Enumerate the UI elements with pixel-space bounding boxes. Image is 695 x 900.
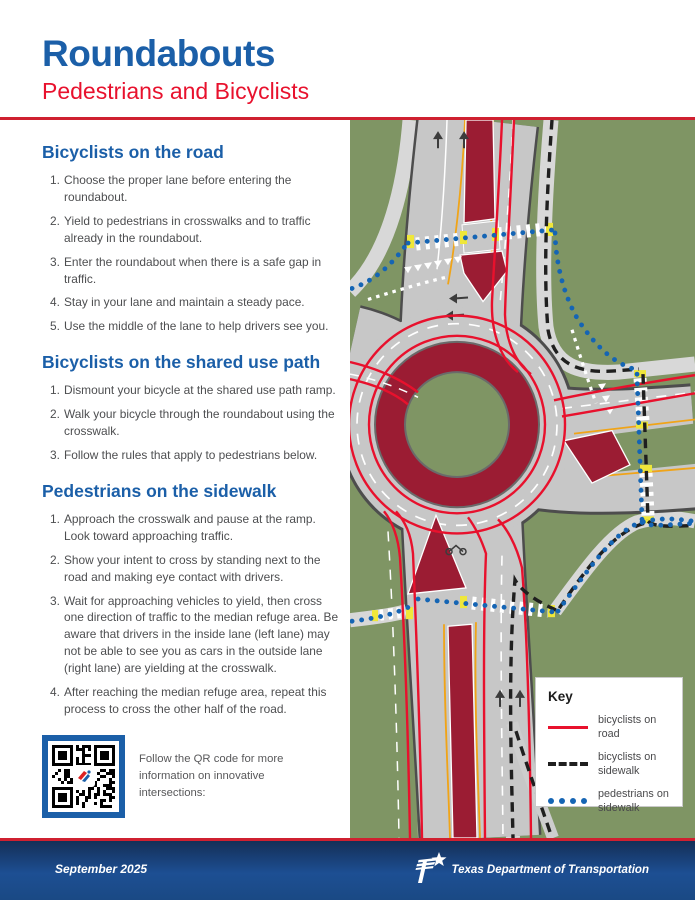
list-item: 2. Yield to pedestrians in crosswalks an…: [42, 213, 350, 247]
roundabout-illustration: [350, 120, 695, 838]
list-item: 3. Enter the roundabout when there is a …: [42, 254, 350, 288]
list-item: 4. Stay in your lane and maintain a stea…: [42, 294, 350, 311]
section-heading: Pedestrians on the sidewalk: [42, 480, 277, 501]
list-item: 1. Dismount your bicycle at the shared u…: [42, 382, 350, 399]
item-number: 3.: [50, 593, 60, 608]
bike-ramp-dotted-lines: [367, 275, 598, 404]
center-island: [404, 371, 510, 478]
item-number: 2.: [50, 407, 60, 422]
bicyclists-on-road-lines: [350, 120, 695, 838]
bicyclists-on-sidewalk-line-sample: [548, 762, 588, 767]
item-text: Use the middle of the lane to help drive…: [64, 319, 329, 334]
item-text: Choose the proper lane before entering t…: [64, 173, 292, 204]
item-number: 1.: [50, 173, 60, 187]
item-text: Follow the rules that apply to pedestria…: [64, 447, 318, 462]
item-number: 5.: [50, 319, 60, 334]
qr-caption: Follow the QR code for more information …: [139, 752, 284, 799]
legend-title: Key: [548, 689, 573, 704]
item-number: 1.: [50, 383, 60, 398]
legend-entry: bicyclists on road: [548, 713, 672, 741]
qr-center-logo-icon: [72, 765, 95, 788]
item-text: Approach the crosswalk and pause at the …: [64, 511, 316, 543]
item-text: Stay in your lane and maintain a steady …: [64, 295, 305, 310]
legend-label: pedestrians on sidewalk: [598, 788, 669, 815]
agency-name: Texas Department of Transportation: [451, 864, 649, 876]
list-item: 4. After reaching the median refuge area…: [42, 684, 350, 718]
list-item: 2. Walk your bicycle through the roundab…: [42, 406, 350, 440]
splitter-islands: [407, 120, 631, 838]
item-text: Dismount your bicycle at the shared use …: [64, 383, 336, 398]
item-text: Walk your bicycle through the roundabout…: [64, 407, 335, 439]
list-item: 3. Wait for approaching vehicles to yiel…: [42, 593, 350, 678]
list-item: 2. Show your intent to cross by standing…: [42, 552, 350, 586]
section-bicyclists-road: Bicyclists on the road 1. Choose the pro…: [42, 142, 350, 335]
bicyclists-on-road-line-sample: [548, 725, 588, 729]
item-text: Enter the roundabout when there is a saf…: [64, 254, 322, 286]
list-item: 5. Use the middle of the lane to help dr…: [42, 318, 350, 335]
legend-label: bicyclists on sidewalk: [598, 751, 657, 778]
section-heading: Bicyclists on the road: [42, 142, 224, 162]
page-subtitle: Pedestrians and Bicyclists: [42, 77, 310, 104]
instructions-column: Bicyclists on the road 1. Choose the pro…: [0, 122, 350, 818]
qr-pattern: [52, 744, 115, 808]
item-text: After reaching the median refuge area, r…: [64, 685, 327, 716]
circulating-lane-line: [356, 322, 558, 527]
bottom-divider: [0, 838, 695, 841]
item-text: Wait for approaching vehicles to yield, …: [64, 593, 339, 676]
section-pedestrians: Pedestrians on the sidewalk 1. Approach …: [42, 481, 350, 718]
list-item: 1. Approach the crosswalk and pause at t…: [42, 511, 350, 545]
footer: September 2025 Texas Department of Trans…: [0, 841, 695, 900]
item-number: 2.: [50, 213, 60, 228]
legend-entry: bicyclists on sidewalk: [548, 750, 672, 778]
item-number: 4.: [50, 685, 60, 700]
top-divider: [0, 117, 695, 120]
txdot-logo-icon: [415, 852, 447, 883]
item-number: 3.: [50, 254, 60, 269]
header: Roundabouts Pedestrians and Bicyclists: [42, 33, 310, 105]
pedestrians-on-sidewalk-line-sample: [548, 798, 588, 805]
page-title: Roundabouts: [42, 33, 275, 74]
qr-code: [42, 734, 125, 818]
legend-entry: pedestrians on sidewalk: [548, 787, 672, 815]
legend-label: bicyclists on road: [598, 714, 657, 741]
txdot-brand: Texas Department of Transportation: [410, 851, 649, 885]
item-number: 1.: [50, 511, 60, 526]
publication-date: September 2025: [55, 862, 148, 876]
item-number: 4.: [50, 295, 60, 310]
list-item: 3. Follow the rules that apply to pedest…: [42, 447, 350, 464]
map-legend: Key bicyclists on road bicyclists on sid…: [535, 677, 683, 814]
item-text: Show your intent to cross by standing ne…: [64, 552, 321, 584]
list-item: 1. Choose the proper lane before enterin…: [42, 172, 350, 206]
section-heading: Bicyclists on the shared use path: [42, 352, 321, 373]
item-number: 2.: [50, 552, 60, 567]
pedestrians-on-sidewalk-path: [350, 227, 695, 624]
section-bicyclists-path: Bicyclists on the shared use path 1. Dis…: [42, 352, 350, 464]
qr-row: Follow the QR code for more information …: [42, 734, 350, 818]
item-text: Yield to pedestrians in crosswalks and t…: [64, 213, 311, 245]
roundabout-figure: Key bicyclists on road bicyclists on sid…: [350, 120, 695, 838]
item-number: 3.: [50, 447, 60, 462]
